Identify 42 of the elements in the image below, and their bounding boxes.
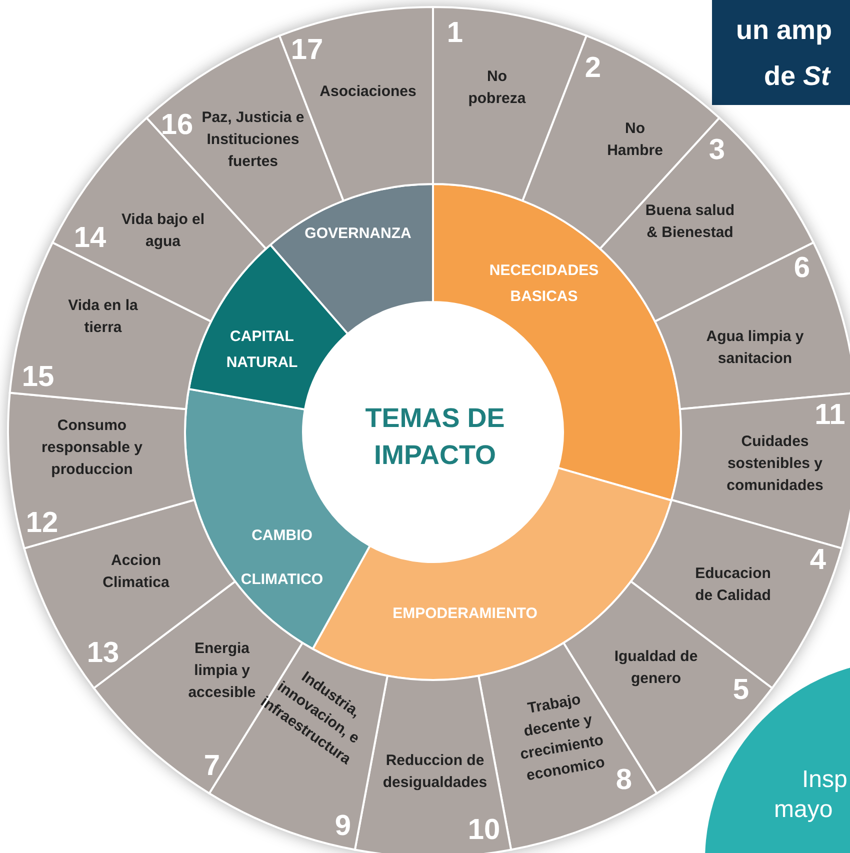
goal-label: Vida bajo el agua	[120, 210, 206, 252]
goal-number: 14	[72, 222, 108, 254]
goal-label: No pobreza	[467, 67, 527, 109]
goal-label: Trabajo decente y crecimiento economico	[518, 690, 608, 786]
goal-label: Consumo responsable y produccion	[40, 416, 144, 480]
goal-number: 12	[24, 507, 60, 539]
goal-label: Agua limpia y sanitacion	[705, 327, 805, 369]
goal-number: 5	[732, 674, 750, 706]
theme-label: CAPITAL NATURAL	[225, 327, 299, 373]
theme-label: NECECIDADES BASICAS	[488, 261, 600, 307]
goal-number: 9	[334, 810, 352, 842]
goal-number: 7	[202, 750, 222, 782]
theme-label: GOVERNANZA	[304, 224, 412, 244]
goal-label: Paz, Justicia e Instituciones fuertes	[200, 108, 306, 172]
banner-text: de St	[764, 60, 830, 92]
goal-number: 8	[614, 764, 634, 796]
goal-label: Buena salud & Bienestad	[645, 201, 735, 243]
goal-label: Accion Climatica	[102, 551, 170, 593]
goal-number: 2	[584, 52, 602, 84]
theme-label: EMPODERAMIENTO	[392, 604, 538, 624]
theme-label: CAMBIO CLIMATICO	[240, 526, 324, 590]
goal-number: 1	[446, 17, 464, 49]
goal-number: 6	[792, 252, 812, 284]
goal-number: 15	[20, 361, 56, 393]
goal-label: Cuidades sostenibles y comunidades	[726, 432, 824, 496]
goal-number: 16	[160, 109, 194, 141]
center-title: TEMAS DE IMPACTO	[364, 402, 506, 472]
bubble-text: mayo	[774, 796, 833, 824]
goal-label: Reduccion de desigualdades	[382, 751, 488, 793]
goal-number: 13	[86, 637, 120, 669]
bubble-text: Insp	[802, 766, 848, 794]
banner-text: un amp	[736, 14, 832, 46]
goal-number: 10	[466, 814, 502, 846]
goal-label: Vida en la tierra	[67, 296, 139, 338]
goal-label: No Hambre	[606, 119, 664, 161]
goal-number: 11	[814, 399, 846, 431]
goal-number: 4	[808, 544, 828, 576]
goal-number: 17	[290, 34, 324, 66]
goal-label: Asociaciones	[318, 82, 418, 102]
goal-label: Igualdad de genero	[613, 647, 699, 689]
goal-label: Educacion de Calidad	[694, 564, 772, 606]
goal-number: 3	[708, 134, 726, 166]
